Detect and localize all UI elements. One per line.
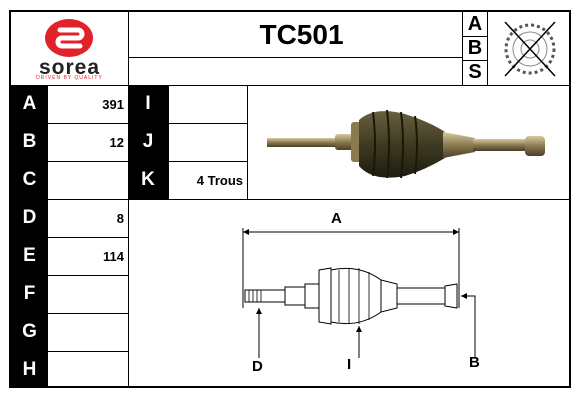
brand-tagline: DRIVEN BY QUALITY [36, 75, 103, 81]
abs-letter-s: S [468, 61, 482, 83]
spec-value-h [48, 351, 128, 388]
spec-label-b: B [11, 123, 48, 161]
product-sheet: sorea DRIVEN BY QUALITY TC501 A B S A 39… [9, 10, 571, 388]
spec-label-g: G [11, 313, 48, 351]
spec-label-i: I [128, 85, 168, 123]
brand-name: sorea [38, 56, 101, 79]
spec-value-g [48, 313, 128, 351]
diagram-label-a: A [331, 210, 342, 227]
spec-label-h: H [11, 351, 48, 388]
spec-value-k: 4 Trous [196, 172, 243, 188]
spec-label-e: E [11, 237, 48, 275]
spec-label-f: F [11, 275, 48, 313]
spec-value-c [48, 161, 128, 199]
brand-logo [11, 12, 128, 85]
abs-letter-b: B [467, 37, 483, 59]
spec-label-a: A [11, 85, 48, 123]
diagram-label-b: B [469, 354, 480, 371]
diagram-label-d: D [252, 358, 263, 375]
spec-label-j: J [128, 123, 168, 161]
product-photo-drive-shaft [255, 92, 555, 196]
spec-value-e: 114 [103, 248, 124, 264]
spec-label-d: D [11, 199, 48, 237]
abs-letter-a: A [467, 13, 483, 35]
abs-crossed-ring-icon [491, 14, 569, 84]
part-number-title: TC501 [259, 18, 344, 50]
spec-value-b: 12 [109, 134, 124, 150]
spec-value-a: 391 [102, 96, 124, 112]
spec-value-f [48, 275, 128, 313]
diagram-label-i: I [347, 356, 352, 373]
spec-label-k: K [128, 161, 168, 199]
spec-label-c: C [11, 161, 48, 199]
dimension-diagram [239, 208, 479, 380]
sorea-logo-mark [45, 19, 93, 57]
spec-value-i [168, 85, 247, 123]
spec-value-j [168, 123, 247, 161]
spec-value-d: 8 [116, 210, 124, 226]
